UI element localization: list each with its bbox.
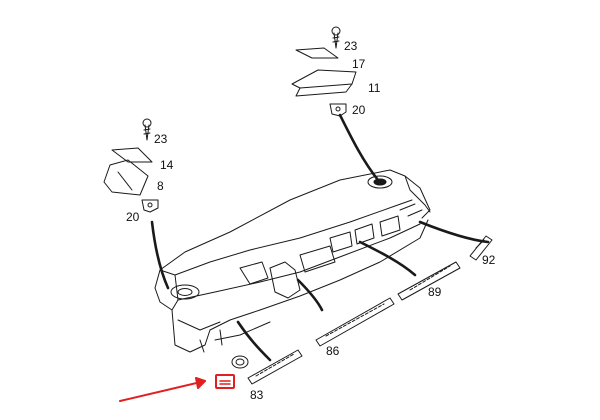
part-20-clip-top (329, 103, 347, 117)
part-23-screw-left (142, 118, 152, 141)
callout-83: 83 (250, 388, 264, 402)
pointer-arrow (119, 377, 206, 402)
callout-8: 8 (157, 179, 164, 193)
callout-23-top: 23 (344, 39, 358, 53)
part-20-clip-left (141, 199, 159, 213)
callout-23-left: 23 (154, 132, 168, 146)
part-14-strip (111, 147, 153, 163)
callout-89: 89 (428, 285, 442, 299)
part-83-trim (247, 349, 303, 385)
callout-17: 17 (352, 57, 366, 71)
callout-92: 92 (482, 253, 496, 267)
part-23-screw-top (331, 26, 341, 49)
part-8-cover (103, 159, 149, 196)
part-89-trim (397, 261, 461, 301)
dashboard-panel (154, 169, 431, 353)
callout-20-left: 20 (126, 210, 140, 224)
part-17-strip (295, 47, 339, 59)
part-11-cover (291, 69, 357, 97)
leader-lines (150, 113, 490, 362)
part-92-trim (469, 235, 493, 261)
part-83-knob (231, 355, 249, 369)
part-86-trim (315, 297, 395, 347)
highlighted-part (215, 374, 235, 389)
callout-11: 11 (368, 81, 381, 95)
callout-86: 86 (326, 344, 340, 358)
callout-20-top: 20 (352, 103, 366, 117)
callout-14: 14 (160, 158, 174, 172)
